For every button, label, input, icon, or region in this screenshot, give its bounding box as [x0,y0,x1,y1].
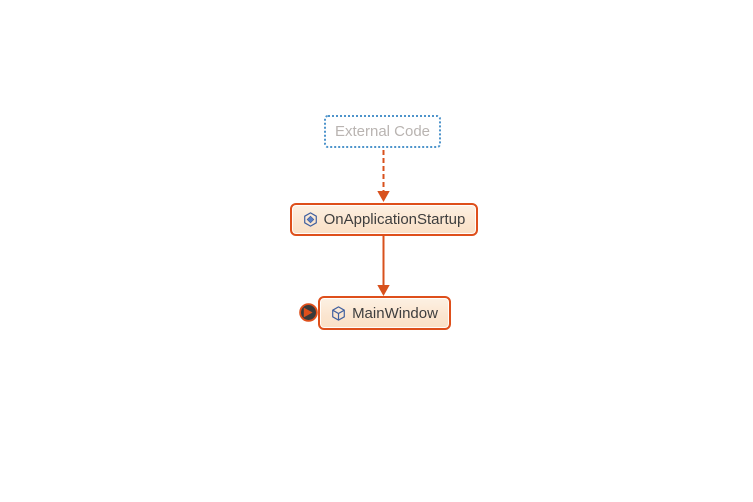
node-mainwindow[interactable]: MainWindow [318,296,451,330]
cube-icon [331,305,346,321]
node-onapplicationstartup[interactable]: OnApplicationStartup [290,203,478,236]
node-label: MainWindow [352,304,438,322]
edge-onapplicationstartup-to-mainwindow[interactable] [377,236,390,296]
arrowhead-down-icon [377,285,390,296]
play-arrow-icon [303,307,313,318]
method-cube-icon [303,212,318,227]
edge-externalcode-to-onapplicationstartup[interactable] [377,150,390,202]
node-external-code[interactable]: External Code [324,115,441,148]
arrowhead-down-icon [377,191,390,202]
expand-incoming-calls-badge[interactable] [299,303,318,322]
node-label: OnApplicationStartup [323,211,466,228]
node-label: External Code [334,123,431,140]
